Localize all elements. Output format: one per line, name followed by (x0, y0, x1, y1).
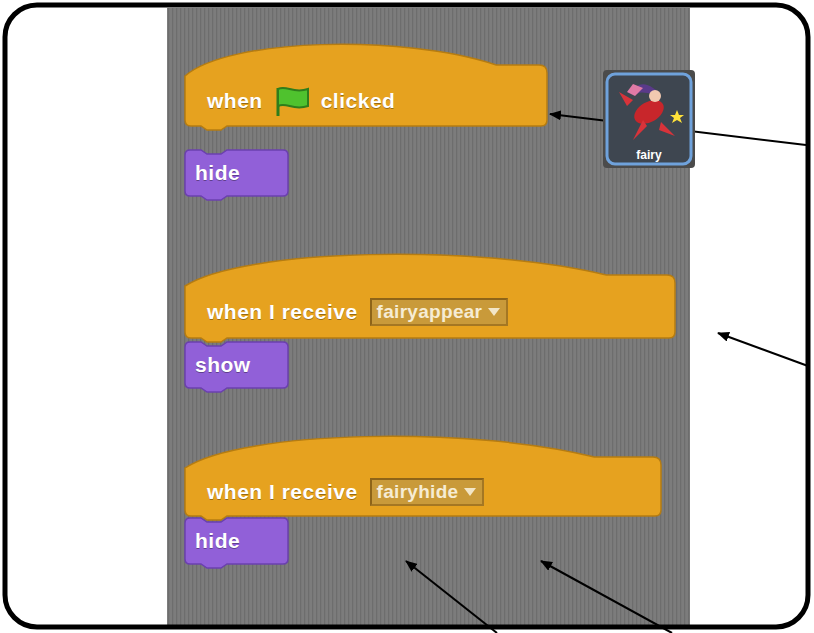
leader-arrow (541, 561, 672, 633)
hat-block: when I receive fairyhide (185, 428, 661, 520)
block-text: when (207, 89, 263, 113)
block-text: show (195, 353, 251, 377)
block-shape (185, 36, 547, 132)
block-row: when I receive fairyhide (207, 470, 484, 514)
block-row: show (195, 344, 251, 386)
dropdown-arrow (464, 488, 476, 496)
dropdown-triangle (488, 308, 500, 316)
dropdown-text: fairyhide (377, 481, 459, 502)
block-outline (185, 150, 288, 200)
block-outline (185, 436, 661, 520)
block-row: hide (195, 520, 240, 562)
leader-arrow (718, 333, 808, 366)
block-outline (185, 44, 547, 130)
block-outline (185, 342, 288, 392)
sprite-name: fairy (603, 148, 695, 162)
block-row: when clicked (207, 78, 395, 124)
hat-block: when clicked (185, 36, 547, 130)
block-text: hide (195, 529, 240, 553)
stack-block: show (185, 342, 288, 392)
stack-block: hide (185, 518, 288, 568)
block-text: hide (195, 161, 240, 185)
hat-block: when I receive fairyappear (185, 246, 675, 342)
dropdown-menu: fairyappear (370, 298, 509, 326)
dropdown-text: fairyappear (377, 301, 483, 322)
script-area (167, 8, 690, 625)
dropdown-arrow (488, 308, 500, 316)
block-shape (185, 428, 661, 522)
fairy-wing (627, 84, 643, 96)
fairy-star (670, 110, 684, 123)
block-shape (185, 246, 675, 344)
stack-block: hide (185, 150, 288, 200)
block-text: clicked (321, 89, 396, 113)
block-row: when I receive fairyappear (207, 288, 508, 336)
green-flag-icon (273, 85, 313, 117)
block-outline (185, 254, 675, 342)
dropdown-menu: fairyhide (370, 478, 485, 506)
flag-cloth (278, 88, 308, 108)
sprite-thumbnail: fairy (603, 70, 695, 168)
block-row: hide (195, 152, 240, 194)
leader-arrow (406, 561, 497, 633)
block-outline (185, 518, 288, 568)
block-text: when I receive (207, 480, 358, 504)
block-text: when I receive (207, 300, 358, 324)
outer-frame (5, 5, 808, 627)
fairy-face (649, 90, 661, 102)
dropdown-triangle (464, 488, 476, 496)
fairy-limbs (619, 92, 675, 140)
